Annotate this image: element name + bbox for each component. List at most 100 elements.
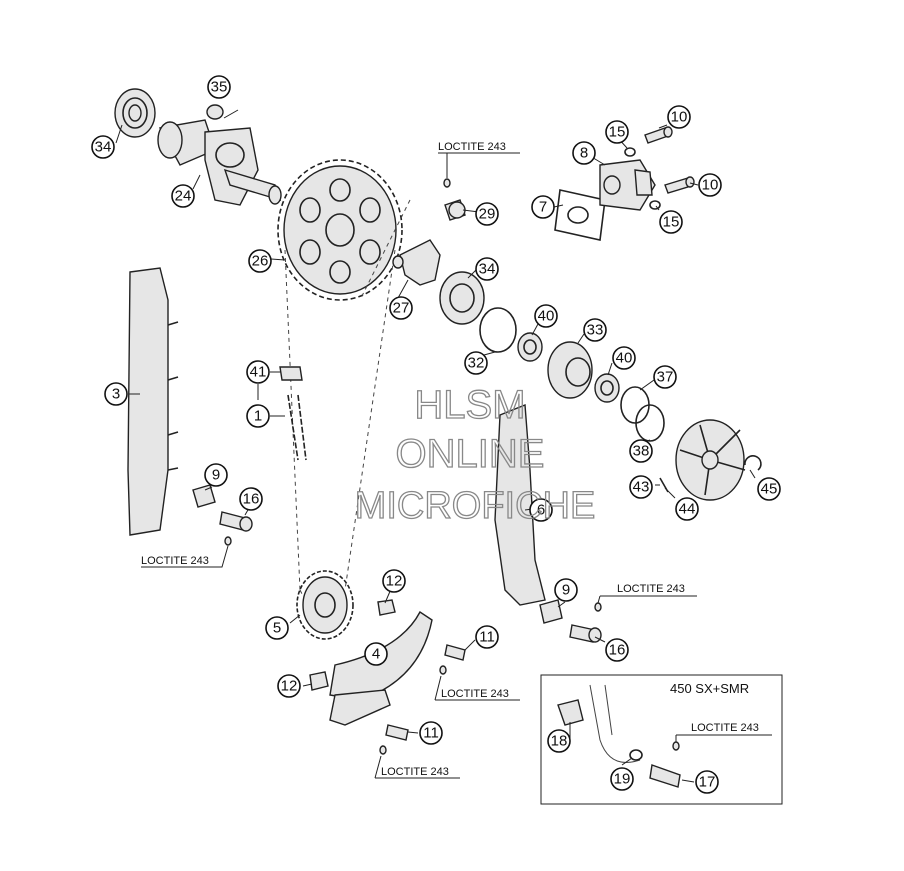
svg-text:38: 38 [633, 443, 650, 460]
camshaft-24 [157, 119, 282, 206]
bolt-10-b [664, 176, 695, 194]
svg-text:34: 34 [479, 261, 496, 278]
svg-text:37: 37 [657, 369, 674, 386]
callout-9: 9 [204, 463, 228, 487]
callout-40: 40 [534, 304, 558, 328]
seal-35 [206, 104, 239, 120]
svg-text:6: 6 [537, 502, 545, 519]
callout-26: 26 [248, 249, 272, 273]
svg-text:16: 16 [609, 642, 626, 659]
callout-5: 5 [265, 616, 289, 640]
callout-18: 18 [547, 729, 571, 753]
callout-4: 4 [364, 642, 388, 666]
bearing-34-right [439, 271, 485, 325]
svg-text:1: 1 [254, 408, 262, 425]
cam-sprocket-26 [277, 159, 403, 301]
callout-17: 17 [695, 770, 719, 794]
oring-32 [479, 307, 517, 353]
loctite-label: LOCTITE 243 [691, 722, 759, 734]
svg-text:15: 15 [663, 214, 680, 231]
svg-text:40: 40 [538, 308, 555, 325]
decompressor-27 [392, 239, 441, 286]
bolt-16-left [219, 511, 253, 546]
callout-41: 41 [246, 360, 270, 384]
callout-3: 3 [104, 382, 128, 406]
bearing-40-a [517, 332, 543, 362]
sleeve-9-left [192, 484, 216, 508]
svg-text:HLSM: HLSM [414, 383, 525, 427]
loctite-labels: LOCTITE 243 LOCTITE 243 LOCTITE 243 LOCT… [141, 141, 772, 779]
svg-text:12: 12 [281, 678, 298, 695]
svg-text:26: 26 [252, 253, 269, 270]
tensioner-gasket-7 [554, 189, 606, 241]
callout-29: 29 [475, 202, 499, 226]
chain-guide-6 [494, 403, 546, 606]
bolt-16-right [569, 602, 602, 643]
callout-10: 10 [667, 105, 691, 129]
svg-text:10: 10 [671, 109, 688, 126]
chain-link-41 [279, 366, 303, 381]
callout-35: 35 [207, 75, 231, 99]
svg-text:11: 11 [423, 725, 439, 742]
svg-text:32: 32 [468, 355, 485, 372]
variant-box [540, 674, 783, 805]
loctite-label: LOCTITE 243 [381, 766, 449, 778]
callout-12: 12 [382, 569, 406, 593]
svg-text:4: 4 [372, 646, 380, 663]
bolt-10-a [644, 126, 673, 144]
callout-33: 33 [583, 318, 607, 342]
washer-15-b [649, 200, 661, 210]
sleeve-12-top [377, 599, 396, 616]
screw-29 [443, 178, 466, 221]
svg-text:15: 15 [609, 124, 626, 141]
svg-text:45: 45 [761, 481, 778, 498]
callout-16: 16 [605, 638, 629, 662]
bolt-11-top [439, 644, 466, 675]
chain-tensioner-8 [599, 159, 656, 211]
oring-37 [620, 386, 650, 424]
circlip-45 [744, 455, 762, 471]
svg-text:9: 9 [562, 582, 570, 599]
svg-text:3: 3 [112, 386, 120, 403]
callout-9: 9 [554, 578, 578, 602]
bolt-11-bottom [379, 724, 409, 755]
oring-38 [635, 404, 665, 442]
svg-text:29: 29 [479, 206, 496, 223]
callout-1: 1 [246, 404, 270, 428]
loctite-label: LOCTITE 243 [617, 583, 685, 595]
callout-7: 7 [531, 195, 555, 219]
svg-text:44: 44 [679, 501, 696, 518]
callout-24: 24 [171, 184, 195, 208]
svg-text:27: 27 [393, 300, 410, 317]
svg-text:ONLINE: ONLINE [396, 432, 545, 476]
idler-33 [547, 341, 593, 399]
callout-37: 37 [653, 365, 677, 389]
svg-text:35: 35 [211, 79, 228, 96]
callout-6: 6 [529, 498, 553, 522]
callout-16: 16 [239, 487, 263, 511]
callout-19: 19 [610, 767, 634, 791]
callout-12: 12 [277, 674, 301, 698]
loctite-label: LOCTITE 243 [441, 688, 509, 700]
svg-text:33: 33 [587, 322, 604, 339]
callout-27: 27 [389, 296, 413, 320]
callout-15: 15 [605, 120, 629, 144]
chain-guide-3 [127, 267, 179, 536]
svg-text:19: 19 [614, 771, 631, 788]
svg-text:MICROFICHE: MICROFICHE [355, 485, 596, 527]
callouts: 35 34 24 26 27 29 10 15 8 7 10 15 34 40 … [91, 75, 781, 794]
svg-text:41: 41 [250, 364, 267, 381]
timing-chain-1 [287, 394, 307, 461]
bearing-34-top [114, 88, 156, 138]
callout-32: 32 [464, 351, 488, 375]
svg-text:12: 12 [386, 573, 403, 590]
svg-text:8: 8 [580, 145, 588, 162]
loctite-label: LOCTITE 243 [438, 141, 506, 153]
callout-38: 38 [629, 439, 653, 463]
sleeve-9-right [539, 599, 563, 624]
svg-text:10: 10 [702, 177, 719, 194]
crank-sprocket-5 [296, 570, 354, 640]
bearing-40-b [594, 373, 620, 403]
callout-34: 34 [475, 257, 499, 281]
